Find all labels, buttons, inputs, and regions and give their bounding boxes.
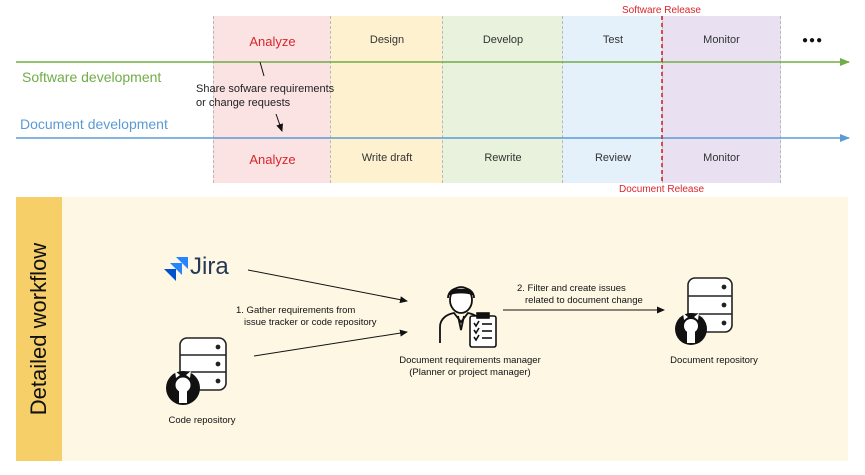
phase-top-test: Test — [602, 34, 624, 46]
step1-line-2: issue tracker or code repository — [244, 317, 377, 328]
manager-line-2: (Planner or project manager) — [409, 367, 531, 378]
phase-top-design: Design — [369, 34, 405, 46]
phase-bottom-monitor: Monitor — [703, 152, 740, 164]
share-requirements-note: Share sofware requirements or change req… — [196, 82, 334, 110]
jira-icon — [164, 257, 188, 281]
phase-bottom-analyze: Analyze — [249, 152, 296, 167]
document-repository-label: Document repository — [670, 355, 758, 366]
code-to-manager-arrow — [253, 329, 408, 357]
share-note-line-2: or change requests — [196, 97, 291, 109]
phase-bottom-review: Review — [594, 152, 632, 164]
workflow-tab — [16, 197, 62, 461]
document-release-label: Document Release — [619, 184, 705, 195]
github-icon — [166, 371, 200, 405]
phase-column-analyze: Analyze Analyze — [213, 16, 331, 183]
phase-top-develop: Develop — [482, 34, 524, 46]
step2-label: 2. Filter and create issues related to d… — [517, 283, 643, 307]
software-release-label: Software Release — [622, 5, 701, 16]
phase-column-design: Design Write draft — [330, 16, 443, 183]
share-note-line-1: Share sofware requirements — [196, 83, 335, 95]
more-indicator: ●●● — [802, 35, 824, 46]
document-track-label: Document development — [20, 116, 168, 132]
clipboard-icon — [469, 312, 497, 348]
step1-label: 1. Gather requirements from issue tracke… — [236, 305, 377, 329]
phase-top-analyze: Analyze — [249, 34, 296, 49]
step2-line-2: related to document change — [525, 295, 643, 306]
jira-to-manager-arrow — [247, 269, 408, 304]
phase-bottom-rewrite: Rewrite — [484, 152, 522, 164]
code-repository-label: Code repository — [168, 415, 236, 426]
phase-top-monitor: Monitor — [703, 34, 740, 46]
manager-person-icon — [439, 286, 483, 343]
step2-line-1: 2. Filter and create issues — [517, 283, 626, 294]
document-github-icon — [675, 313, 707, 345]
share-arrow-upper — [259, 61, 265, 77]
phase-column-test: Test Review — [562, 16, 663, 183]
jira-text: Jira — [190, 253, 229, 280]
phase-column-monitor: Monitor Monitor — [662, 16, 781, 183]
phase-bottom-write-draft: Write draft — [361, 152, 413, 164]
step1-line-1: 1. Gather requirements from — [236, 305, 356, 316]
share-arrow-lower — [275, 113, 283, 132]
manager-line-1: Document requirements manager — [399, 355, 541, 366]
phase-column-develop: Develop Rewrite — [442, 16, 563, 183]
manager-label: Document requirements manager (Planner o… — [380, 355, 560, 379]
software-track-label: Software development — [22, 69, 162, 85]
